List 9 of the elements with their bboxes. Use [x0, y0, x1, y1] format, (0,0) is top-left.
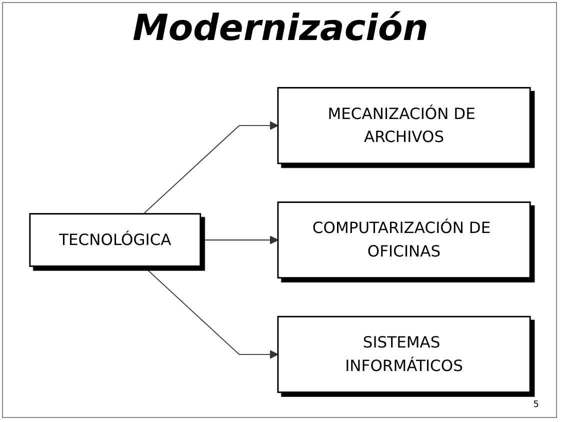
- node-box: COMPUTARIZACIÓN DE OFICINAS: [277, 201, 531, 279]
- page-number: 5: [533, 400, 539, 410]
- arrow: [200, 236, 278, 244]
- node-box: TECNOLÓGICA: [29, 213, 202, 267]
- node-box: MECANIZACIÓN DE ARCHIVOS: [277, 87, 531, 164]
- arrow: [143, 121, 278, 214]
- node-box: SISTEMAS INFORMÁTICOS: [277, 316, 531, 393]
- slide-title: Modernización: [132, 8, 428, 49]
- arrow: [143, 266, 278, 359]
